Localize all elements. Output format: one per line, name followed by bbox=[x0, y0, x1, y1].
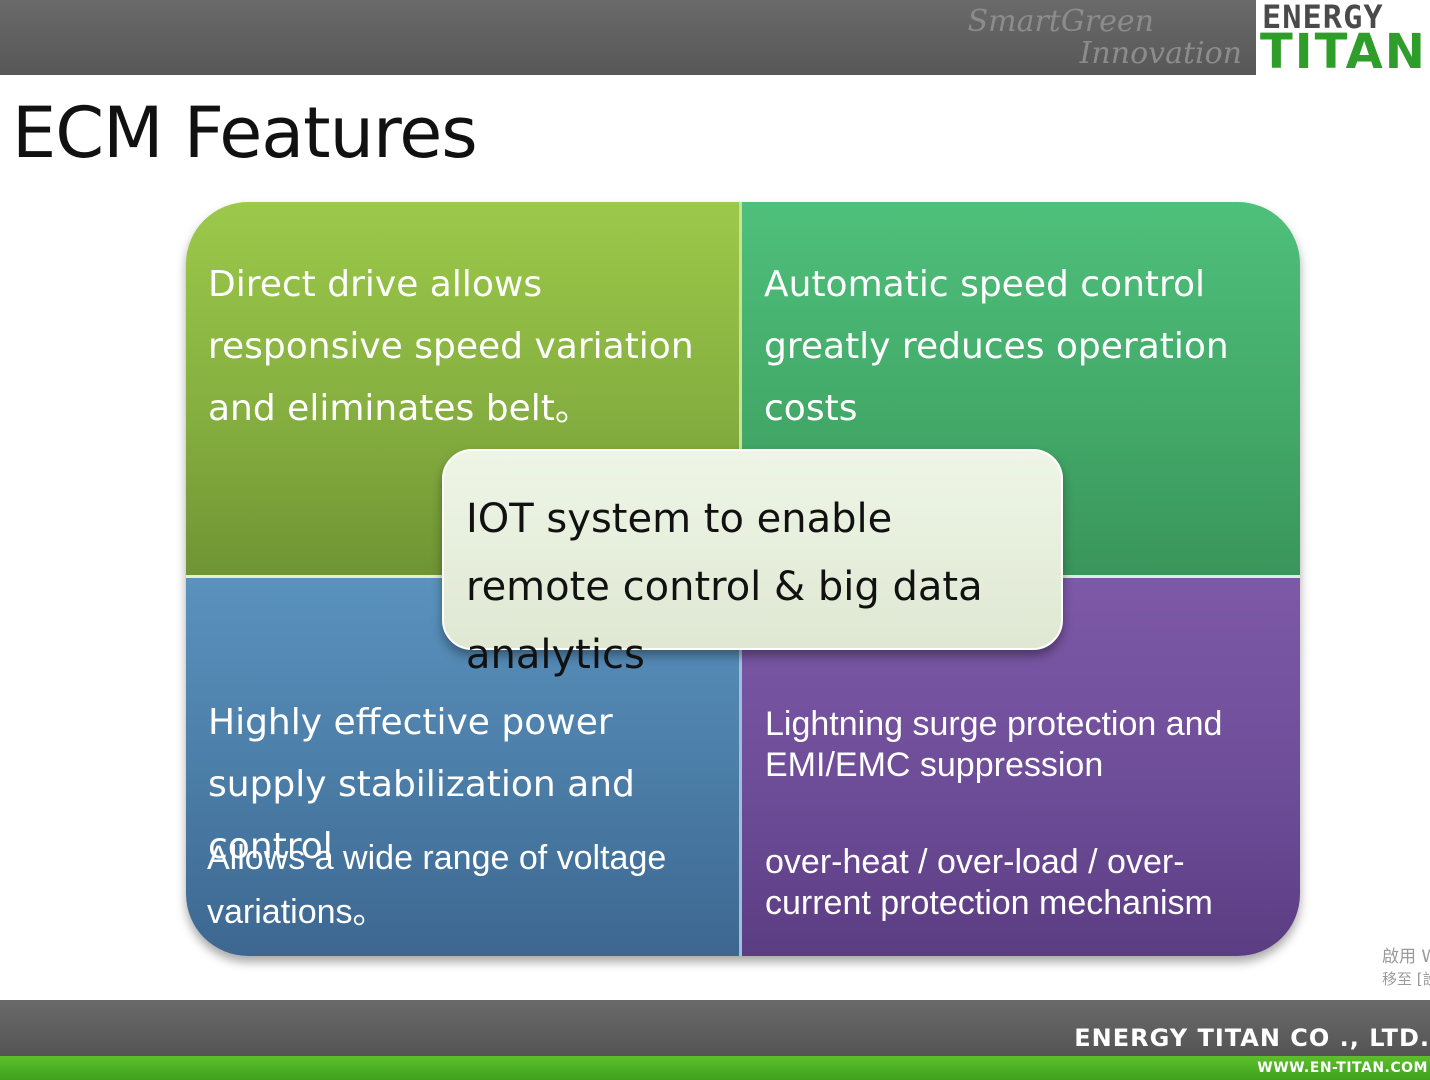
logo-word-titan: TITAN bbox=[1260, 24, 1427, 80]
feature-speed-control-text: Automatic speed control greatly reduces … bbox=[764, 264, 1229, 429]
watermark-line-1: 啟用 W bbox=[1382, 947, 1430, 967]
header-bar: SmartGreen Innovation ENERGY TITAN bbox=[0, 0, 1430, 80]
feature-power-supply-text: Highly effective power supply stabilizat… bbox=[208, 702, 635, 867]
feature-direct-drive-text: Direct drive allows responsive speed var… bbox=[208, 264, 694, 429]
footer-bar bbox=[0, 1000, 1430, 1056]
slogan-line-2: Innovation bbox=[1079, 36, 1242, 71]
activation-watermark: 啟用 W 移至 [設 bbox=[1382, 946, 1430, 990]
company-name: ENERGY TITAN CO ., LTD. bbox=[1074, 1024, 1430, 1052]
watermark-line-2: 移至 [設 bbox=[1382, 970, 1430, 988]
slogan: SmartGreen Innovation bbox=[942, 4, 1242, 70]
feature-surge-text: Lightning surge protection and EMI/EMC s… bbox=[765, 705, 1223, 784]
footer-green-strip bbox=[0, 1056, 1430, 1080]
slogan-line-1: SmartGreen bbox=[967, 4, 1154, 39]
website-link[interactable]: WWW.EN-TITAN.COM bbox=[1257, 1060, 1428, 1076]
feature-voltage-text: Allows a wide range of voltage variation… bbox=[207, 839, 667, 931]
page-title: ECM Features bbox=[12, 92, 478, 174]
feature-overheat-text: over-heat / over-load / over-current pro… bbox=[765, 843, 1213, 922]
energy-titan-logo: ENERGY TITAN bbox=[1256, 0, 1430, 80]
feature-direct-drive: Direct drive allows responsive speed var… bbox=[186, 202, 742, 578]
iot-center-text: IOT system to enable remote control & bi… bbox=[466, 496, 983, 678]
logo-word-energy: ENERGY bbox=[1262, 0, 1384, 36]
iot-center-box: IOT system to enable remote control & bi… bbox=[442, 449, 1063, 678]
